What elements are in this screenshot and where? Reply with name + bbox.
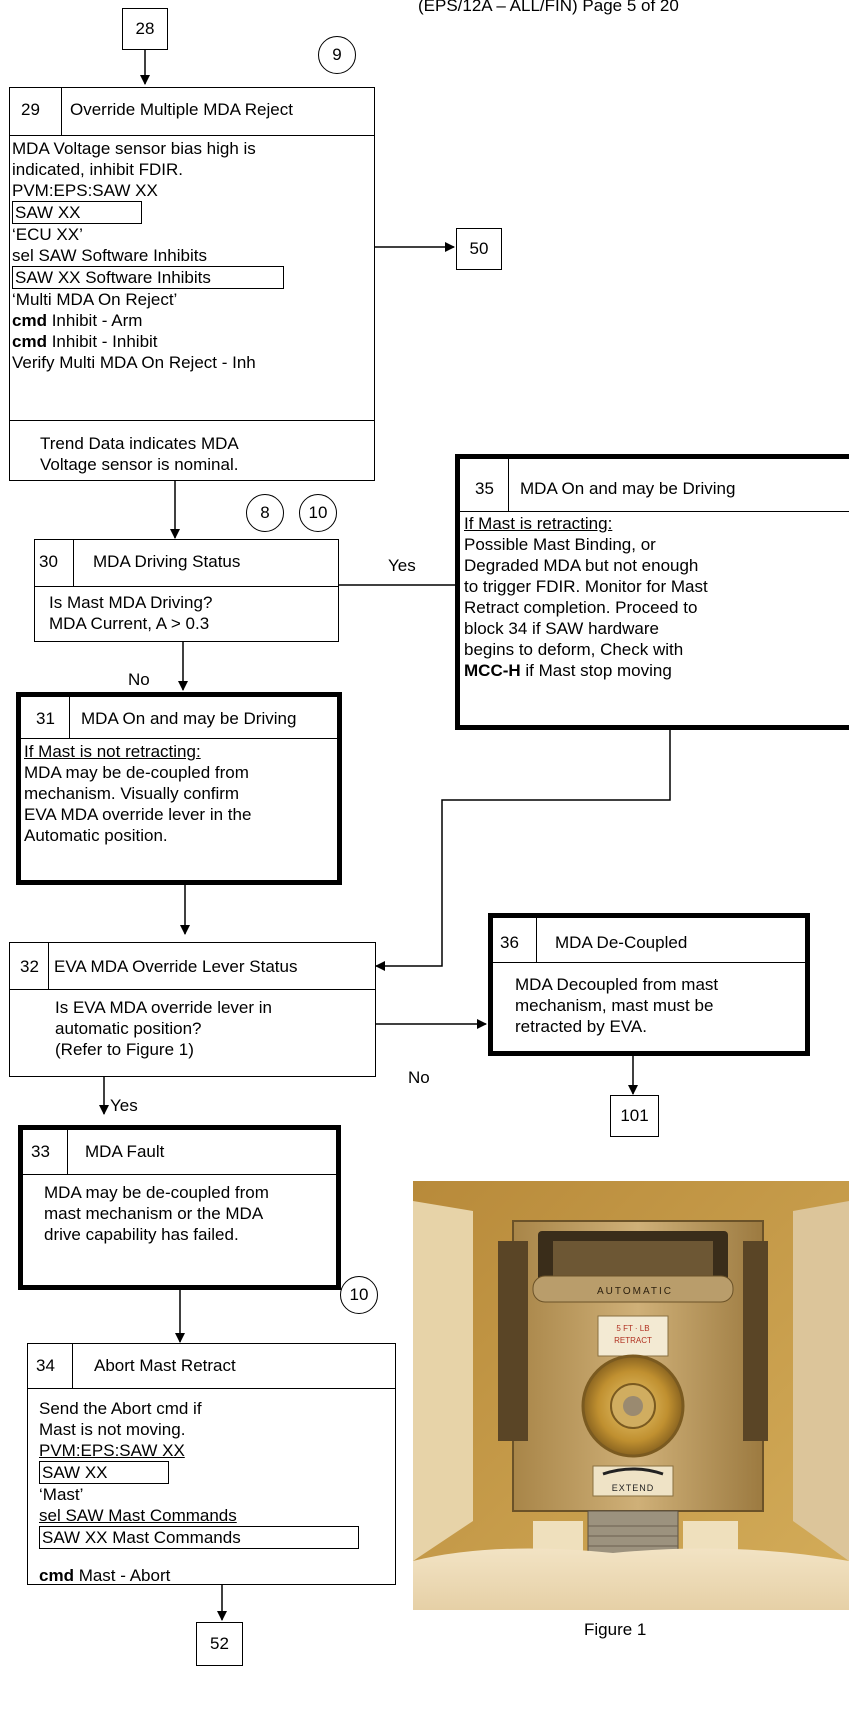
block-title: MDA Fault (85, 1142, 164, 1162)
trend-note: Trend Data indicates MDA Voltage sensor … (40, 433, 239, 475)
block-body: MDA may be de-coupled from mast mechanis… (44, 1182, 269, 1245)
connector-101: 101 (610, 1095, 659, 1137)
display-name-box: SAW XX Software Inhibits (12, 266, 284, 289)
block-title: Override Multiple MDA Reject (70, 100, 293, 120)
display-name-box: SAW XX Mast Commands (39, 1526, 359, 1549)
connector-52: 52 (196, 1622, 243, 1666)
block-number: 35 (475, 479, 494, 499)
body-line: ‘Multi MDA On Reject’ (12, 289, 372, 310)
block-31: 31 MDA On and may be Driving If Mast is … (16, 692, 342, 885)
display-name-box: SAW XX (12, 201, 142, 224)
command-line: cmd Mast - Abort (39, 1565, 389, 1586)
branch-label-yes: Yes (110, 1096, 138, 1116)
body-line: sel SAW Software Inhibits (12, 245, 372, 266)
connector-50: 50 (456, 228, 502, 270)
block-body: Is Mast MDA Driving? MDA Current, A > 0.… (49, 592, 212, 634)
block-29: 29 Override Multiple MDA Reject MDA Volt… (9, 87, 375, 481)
reference-circle-10: 10 (340, 1276, 378, 1314)
block-body: MDA Decoupled from mast mechanism, mast … (515, 974, 718, 1037)
command-line: cmd Inhibit - Arm (12, 310, 372, 331)
body-line: MDA Voltage sensor bias high is (12, 138, 372, 159)
connector-28: 28 (122, 8, 168, 50)
command-line: cmd Inhibit - Inhibit (12, 331, 372, 352)
block-title: MDA On and may be Driving (520, 479, 735, 499)
block-title: EVA MDA Override Lever Status (54, 957, 297, 977)
block-body: Is EVA MDA override lever in automatic p… (55, 997, 272, 1060)
block-body: If Mast is retracting: Possible Mast Bin… (464, 513, 708, 681)
figure-1-photo: AUTOMATIC 5 FT · LB RETRACT EXTEND (413, 1181, 849, 1610)
block-number: 36 (500, 933, 519, 953)
block-body: MDA Voltage sensor bias high is indicate… (12, 138, 372, 373)
retract-label: RETRACT (614, 1336, 652, 1345)
block-30: 30 MDA Driving Status Is Mast MDA Drivin… (34, 539, 339, 642)
body-line: PVM:EPS:SAW XX (12, 180, 372, 201)
reference-circle-10: 10 (299, 494, 337, 532)
block-33: 33 MDA Fault MDA may be de-coupled from … (18, 1125, 341, 1290)
block-body: Send the Abort cmd if Mast is not moving… (39, 1398, 389, 1586)
block-32: 32 EVA MDA Override Lever Status Is EVA … (9, 942, 376, 1077)
mda-override-lever-photo: AUTOMATIC 5 FT · LB RETRACT EXTEND (413, 1181, 849, 1610)
reference-circle-8: 8 (246, 494, 284, 532)
display-name-box: SAW XX (39, 1461, 169, 1484)
block-36: 36 MDA De-Coupled MDA Decoupled from mas… (488, 913, 810, 1056)
block-number: 31 (36, 709, 55, 729)
reference-circle-9: 9 (318, 36, 356, 74)
block-number: 33 (31, 1142, 50, 1162)
torque-label: 5 FT · LB (616, 1324, 649, 1333)
block-body: If Mast is not retracting: MDA may be de… (24, 741, 251, 846)
body-line: Verify Multi MDA On Reject - Inh (12, 352, 372, 373)
block-title: MDA On and may be Driving (81, 709, 296, 729)
block-number: 32 (20, 957, 39, 977)
body-line: indicated, inhibit FDIR. (12, 159, 372, 180)
block-number: 34 (36, 1356, 55, 1376)
block-number: 30 (39, 552, 58, 572)
lever-label-automatic: AUTOMATIC (597, 1286, 673, 1297)
body-line: ‘ECU XX’ (12, 224, 372, 245)
block-34: 34 Abort Mast Retract Send the Abort cmd… (27, 1343, 396, 1585)
branch-label-no: No (408, 1068, 430, 1088)
block-35: 35 MDA On and may be Driving If Mast is … (455, 454, 849, 730)
block-number: 29 (21, 100, 40, 120)
block-title: MDA De-Coupled (555, 933, 687, 953)
block-title: Abort Mast Retract (94, 1356, 236, 1376)
block-title: MDA Driving Status (93, 552, 240, 572)
figure-caption: Figure 1 (584, 1620, 646, 1640)
branch-label-no: No (128, 670, 150, 690)
branch-label-yes: Yes (388, 556, 416, 576)
extend-label: EXTEND (612, 1483, 655, 1493)
